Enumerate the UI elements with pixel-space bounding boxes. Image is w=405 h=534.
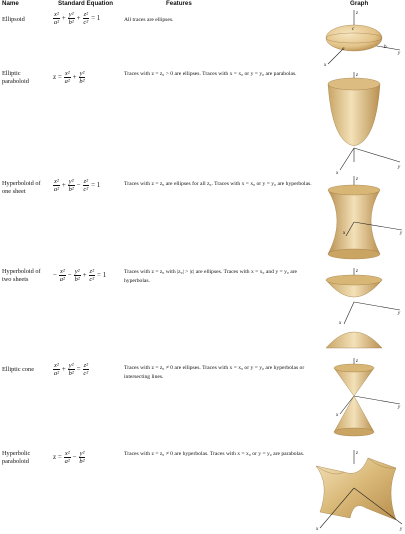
z-label: z [355, 451, 358, 456]
y-label: y [397, 311, 401, 316]
hyperboloid-two-sheets-graph: z y x [325, 268, 401, 349]
z-label: z [355, 73, 358, 78]
a-label: a [342, 47, 345, 52]
x-label: x [323, 63, 327, 68]
z-label: z [355, 177, 358, 182]
z-label: z [355, 359, 358, 364]
x-label: x [335, 171, 339, 175]
header-equation: Standard Equation [58, 0, 114, 7]
header-features: Features [166, 0, 192, 7]
elliptic-paraboloid-graph: z y x [327, 72, 401, 175]
features-text: Traces with z = z₀ are ellipses for all … [124, 181, 312, 187]
surface-name: Elliptic paraboloid [2, 70, 29, 85]
features-text: Traces with z = z₀ > 0 are ellipses. Tra… [124, 71, 297, 77]
surface-name: Elliptic cone [2, 366, 34, 373]
surface-name: Hyperbolic paraboloid [2, 450, 31, 465]
features-text: All traces are ellipses. [124, 17, 174, 23]
y-label: y [397, 51, 401, 56]
y-label: y [399, 527, 403, 532]
ellipsoid-graph: z y x c b a [323, 10, 401, 68]
features-text: Traces with z = z₀ ≠ 0 are ellipses. Tra… [124, 365, 305, 380]
y-label: y [399, 231, 403, 236]
surface-name: Hyperboloid of two sheets [2, 268, 41, 283]
x-label: x [342, 231, 346, 236]
features-text: Traces with z = z₀ ≠ 0 are hyperbolas. T… [124, 451, 305, 457]
x-label: x [338, 321, 342, 326]
surface-name: Ellipsoid [2, 16, 25, 23]
header-graph: Graph [350, 0, 369, 7]
x-label: x [315, 527, 319, 532]
hyperboloid-one-sheet-graph: z y x [327, 176, 403, 260]
hyperbolic-paraboloid-graph: z y x [315, 450, 403, 532]
b-label: b [384, 45, 387, 50]
c-label: c [352, 27, 355, 32]
z-label: z [355, 269, 358, 274]
y-label: y [397, 165, 401, 170]
surface-name: Hyperboloid of one sheet [2, 180, 41, 195]
y-label: y [397, 405, 401, 410]
x-label: x [335, 413, 339, 418]
elliptic-cone-graph: z y x [333, 358, 401, 437]
header-name: Name [2, 0, 19, 7]
z-label: z [355, 11, 358, 16]
features-text: Traces with z = z₀ with |z₀| > |c| are e… [124, 269, 298, 284]
